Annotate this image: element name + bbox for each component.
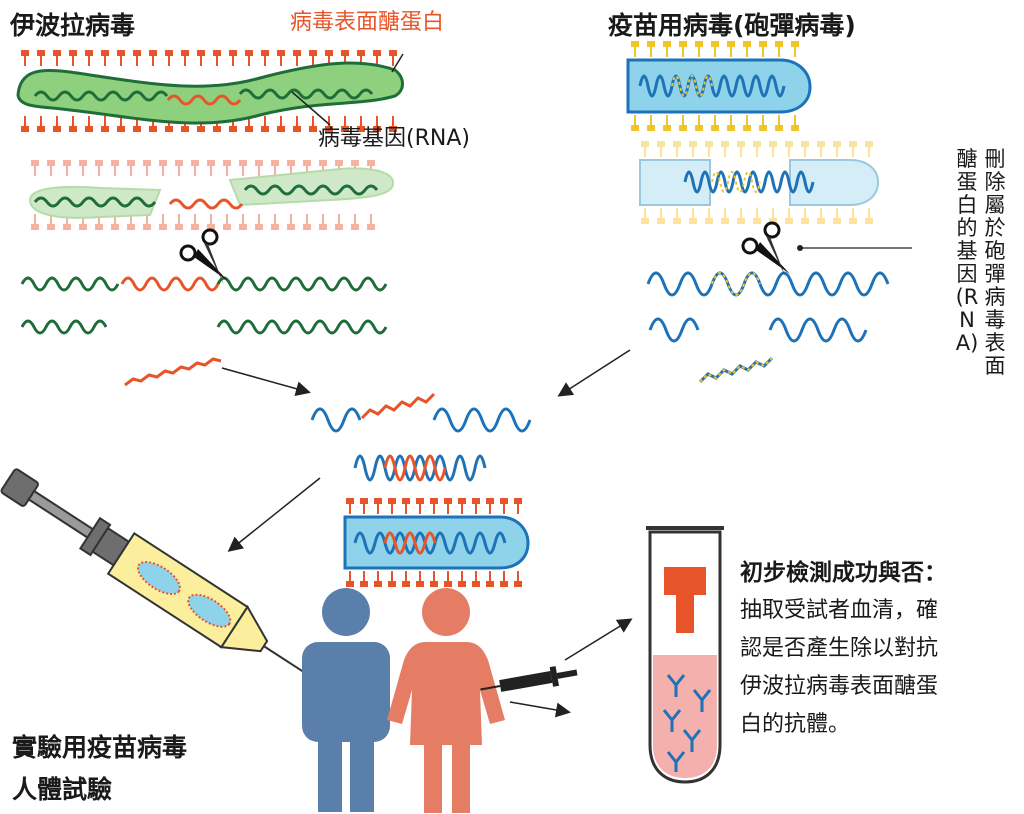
viral-rna-label: 病毒基因(RNA) bbox=[318, 126, 470, 151]
delete-gene-label-col1: 刪除屬於砲彈病毒表面 bbox=[984, 147, 1006, 378]
experiment-title-line1: 實驗用疫苗病毒 bbox=[12, 733, 188, 762]
arrow-icon bbox=[227, 477, 321, 552]
recombinant-rna bbox=[310, 392, 532, 482]
vsv-split bbox=[639, 141, 880, 224]
vsv-virus bbox=[626, 41, 812, 131]
result-description: 抽取受試者血清，確 認是否產生除以對抗 伊波拉病毒表面醣蛋 白的抗體。 bbox=[740, 592, 938, 744]
scissors-icon bbox=[179, 228, 228, 285]
result-line: 白的抗體。 bbox=[740, 712, 851, 737]
test-tube-icon bbox=[646, 526, 724, 784]
blood-draw-syringe-icon bbox=[480, 666, 578, 692]
arrow-icon bbox=[221, 367, 311, 396]
arrow-icon bbox=[557, 349, 631, 397]
ebola-split bbox=[28, 160, 395, 230]
glycoprotein-pointer bbox=[391, 53, 404, 73]
glycoprotein-label: 病毒表面醣蛋白 bbox=[290, 10, 445, 35]
delete-gene-label-col2: 醣蛋白的基因(RNA) bbox=[955, 147, 979, 355]
result-line: 伊波拉病毒表面醣蛋 bbox=[740, 674, 939, 699]
vaccine-title: 疫苗用病毒(砲彈病毒) bbox=[608, 11, 856, 40]
male-figure bbox=[302, 588, 390, 812]
ebola-title: 伊波拉病毒 bbox=[10, 11, 136, 40]
result-line: 抽取受試者血清，確 bbox=[740, 598, 939, 623]
vsv-rna-cut bbox=[646, 271, 890, 384]
ebola-virus bbox=[16, 50, 404, 132]
rna-pointer bbox=[291, 91, 331, 126]
result-title: 初步檢測成功與否： bbox=[740, 560, 947, 586]
arrow-icon bbox=[564, 618, 633, 661]
arrow-icon bbox=[509, 701, 571, 718]
result-line: 認是否產生除以對抗 bbox=[740, 636, 939, 661]
experiment-title-line2: 人體試驗 bbox=[12, 775, 113, 804]
ebola-rna-cut bbox=[20, 276, 388, 387]
scissors-icon bbox=[741, 221, 790, 278]
recombinant-vaccine-virus bbox=[343, 498, 530, 587]
syringe-icon bbox=[0, 468, 307, 675]
female-figure bbox=[387, 588, 505, 813]
